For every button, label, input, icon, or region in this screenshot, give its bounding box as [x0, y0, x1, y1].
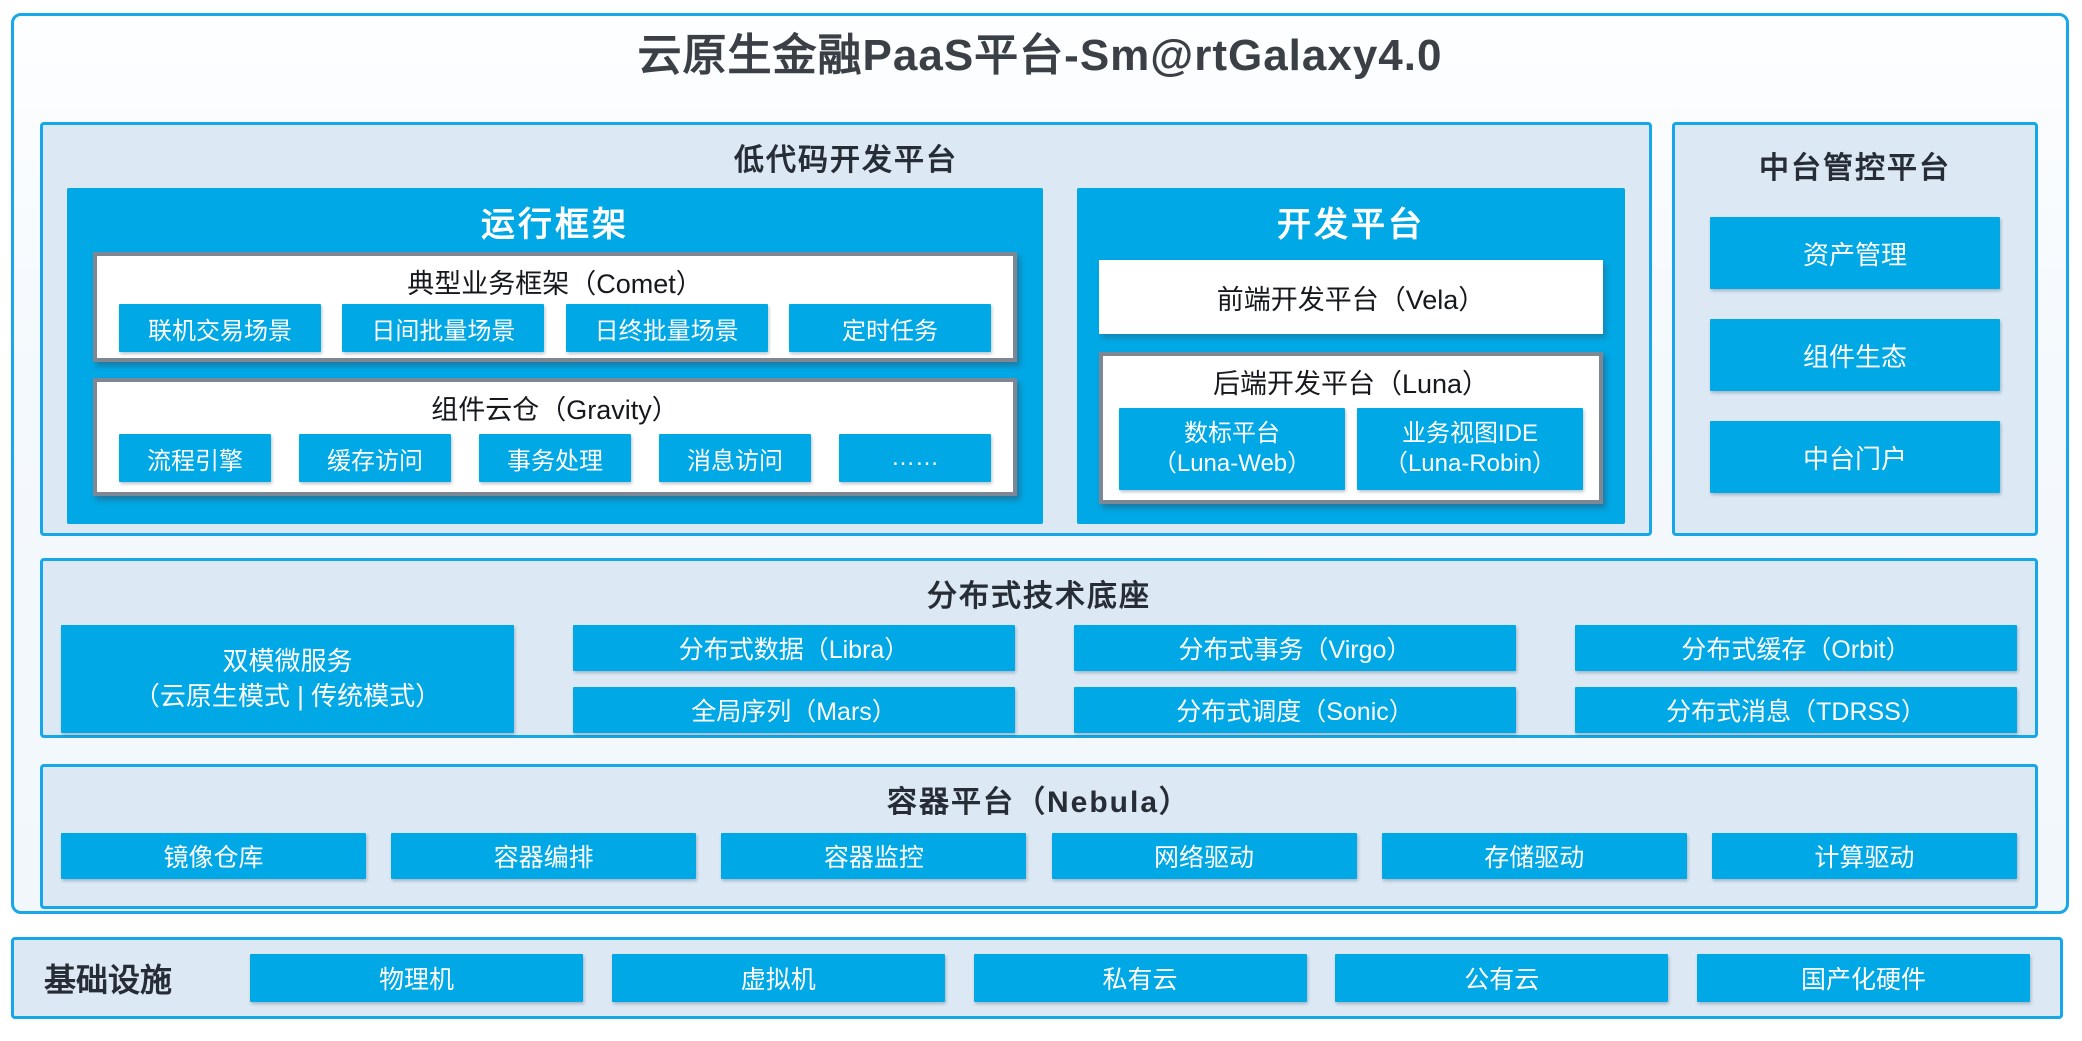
comet-item: 日间批量场景 [342, 304, 545, 352]
luna-robin-line1: 业务视图IDE [1401, 420, 1538, 447]
lowcode-body: 运行框架 典型业务框架（Comet） 联机交易场景 日间批量场景 日终批量场景 … [67, 188, 1625, 524]
block-distributed-cache: 分布式缓存（Orbit） [1575, 625, 2017, 671]
comet-item: 日终批量场景 [565, 304, 768, 352]
block-distributed-messaging: 分布式消息（TDRSS） [1575, 687, 2017, 733]
panel-mid-platform-control: 中台管控平台 资产管理 组件生态 中台门户 [1672, 122, 2038, 536]
luna-item-robin: 业务视图IDE （Luna-Robin） [1357, 408, 1583, 490]
comet-title: 典型业务框架（Comet） [407, 269, 703, 299]
gravity-item: 消息访问 [659, 434, 811, 482]
block-comet: 典型业务框架（Comet） 联机交易场景 日间批量场景 日终批量场景 定时任务 [93, 252, 1017, 362]
dual-mode-line1: 双模微服务 [222, 645, 353, 676]
gravity-title: 组件云仓（Gravity） [431, 395, 679, 425]
panel-distributed-base: 分布式技术底座 双模微服务 （云原生模式 | 传统模式） 分布式数据（Libra… [40, 558, 2038, 738]
block-container-monitoring: 容器监控 [721, 833, 1027, 879]
dev-platform-title: 开发平台 [1277, 206, 1425, 244]
block-distributed-data: 分布式数据（Libra） [573, 625, 1015, 671]
distributed-column: 分布式事务（Virgo） 分布式调度（Sonic） [1074, 625, 1516, 733]
gravity-item: 事务处理 [479, 434, 631, 482]
container-platform-items: 镜像仓库 容器编排 容器监控 网络驱动 存储驱动 计算驱动 [43, 833, 2035, 879]
block-dev-platform: 开发平台 前端开发平台（Vela） 后端开发平台（Luna） 数标平台 （Lun… [1077, 188, 1625, 524]
distributed-column: 分布式数据（Libra） 全局序列（Mars） [573, 625, 1015, 733]
luna-web-line1: 数标平台 [1184, 420, 1280, 447]
infrastructure-items: 物理机 虚拟机 私有云 公有云 国产化硬件 [250, 954, 2030, 1002]
block-dual-mode-microservice: 双模微服务 （云原生模式 | 传统模式） [61, 625, 514, 733]
mid-platform-title: 中台管控平台 [1759, 152, 1951, 185]
lowcode-panel-title: 低代码开发平台 [734, 144, 958, 177]
runtime-framework-title: 运行框架 [481, 206, 629, 244]
gravity-items: 流程引擎 缓存访问 事务处理 消息访问 …… [97, 434, 1013, 482]
block-distributed-scheduling: 分布式调度（Sonic） [1074, 687, 1516, 733]
page-title: 云原生金融PaaS平台-Sm@rtGalaxy4.0 [637, 31, 1443, 80]
mid-platform-item-portal: 中台门户 [1710, 421, 2000, 493]
block-virtual-machine: 虚拟机 [611, 954, 945, 1002]
comet-item: 联机交易场景 [119, 304, 321, 352]
distributed-column: 分布式缓存（Orbit） 分布式消息（TDRSS） [1575, 625, 2017, 733]
panel-lowcode-platform: 低代码开发平台 运行框架 典型业务框架（Comet） 联机交易场景 日间批量场景… [40, 122, 1652, 536]
panel-infrastructure: 基础设施 物理机 虚拟机 私有云 公有云 国产化硬件 [11, 937, 2063, 1019]
block-public-cloud: 公有云 [1335, 954, 1669, 1002]
luna-item-web: 数标平台 （Luna-Web） [1119, 408, 1345, 490]
luna-robin-line2: （Luna-Robin） [1383, 450, 1557, 477]
block-compute-driver: 计算驱动 [1711, 833, 2017, 879]
top-row: 低代码开发平台 运行框架 典型业务框架（Comet） 联机交易场景 日间批量场景… [40, 122, 2038, 536]
container-platform-title: 容器平台（Nebula） [886, 786, 1192, 819]
gravity-item: 缓存访问 [299, 434, 451, 482]
block-container-orchestration: 容器编排 [391, 833, 697, 879]
block-gravity: 组件云仓（Gravity） 流程引擎 缓存访问 事务处理 消息访问 …… [93, 378, 1017, 496]
block-vela: 前端开发平台（Vela） [1099, 260, 1603, 334]
block-image-registry: 镜像仓库 [61, 833, 366, 879]
block-global-sequence: 全局序列（Mars） [573, 687, 1015, 733]
block-luna: 后端开发平台（Luna） 数标平台 （Luna-Web） 业务视图IDE （Lu… [1099, 352, 1603, 504]
block-runtime-framework: 运行框架 典型业务框架（Comet） 联机交易场景 日间批量场景 日终批量场景 … [67, 188, 1043, 524]
block-network-driver: 网络驱动 [1051, 833, 1357, 879]
comet-item: 定时任务 [788, 304, 991, 352]
gravity-item: 流程引擎 [119, 434, 271, 482]
block-physical-machine: 物理机 [250, 954, 583, 1002]
block-distributed-transaction: 分布式事务（Virgo） [1074, 625, 1516, 671]
block-storage-driver: 存储驱动 [1381, 833, 1687, 879]
distributed-base-title: 分布式技术底座 [927, 580, 1151, 613]
mid-platform-item-asset-management: 资产管理 [1710, 217, 2000, 289]
luna-web-line2: （Luna-Web） [1152, 450, 1312, 477]
distributed-body: 双模微服务 （云原生模式 | 传统模式） 分布式数据（Libra） 全局序列（M… [43, 625, 2035, 733]
dual-mode-line2: （云原生模式 | 传统模式） [133, 681, 442, 711]
infrastructure-title: 基础设施 [44, 962, 173, 998]
comet-items: 联机交易场景 日间批量场景 日终批量场景 定时任务 [97, 304, 1013, 352]
panel-container-platform: 容器平台（Nebula） 镜像仓库 容器编排 容器监控 网络驱动 存储驱动 计算… [40, 764, 2038, 909]
luna-items: 数标平台 （Luna-Web） 业务视图IDE （Luna-Robin） [1103, 408, 1599, 490]
mid-platform-item-component-ecosystem: 组件生态 [1710, 319, 2000, 391]
luna-title: 后端开发平台（Luna） [1212, 369, 1490, 399]
architecture-diagram: 云原生金融PaaS平台-Sm@rtGalaxy4.0 低代码开发平台 运行框架 … [11, 13, 2069, 914]
block-private-cloud: 私有云 [973, 954, 1307, 1002]
block-domestic-hardware: 国产化硬件 [1697, 954, 2030, 1002]
gravity-item-more: …… [839, 434, 991, 482]
